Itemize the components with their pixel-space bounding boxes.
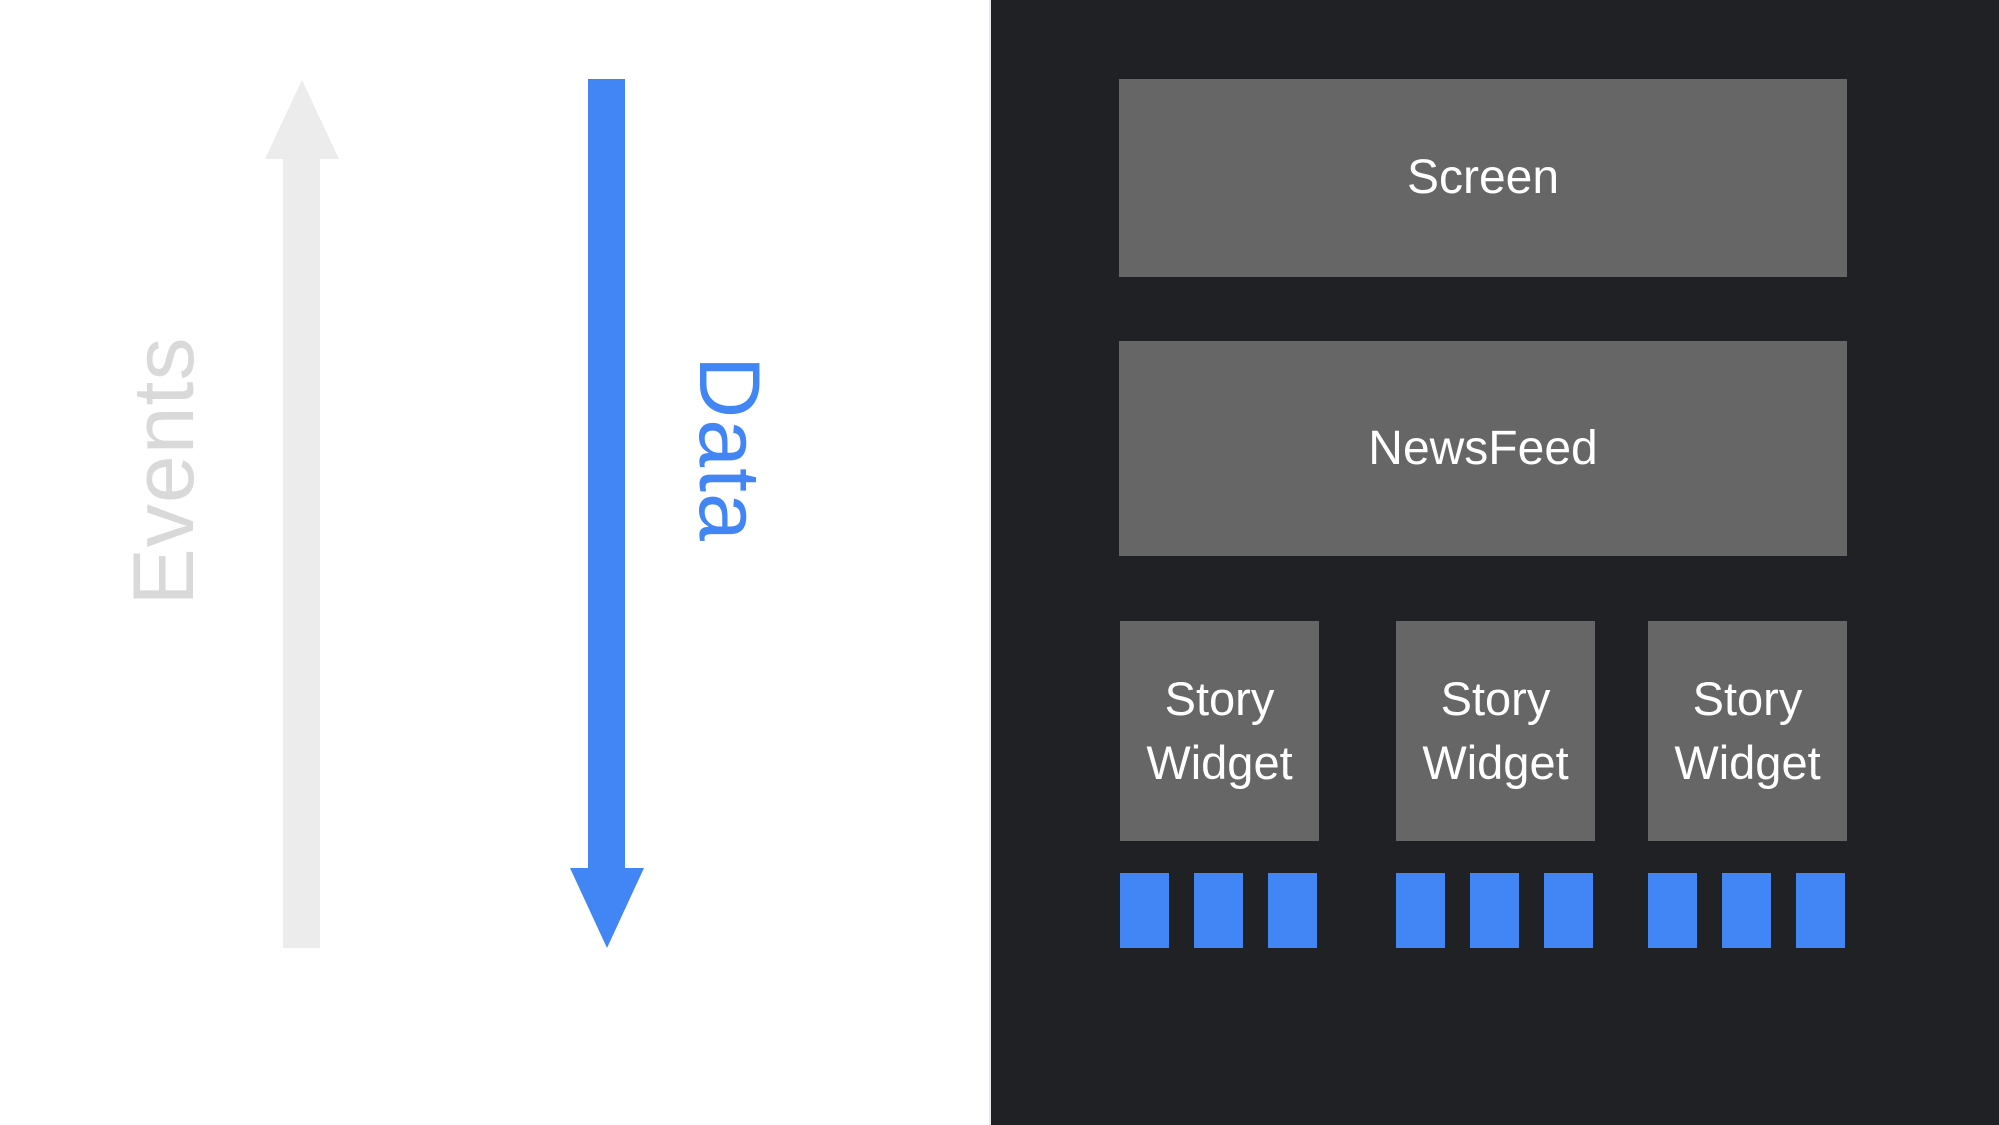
screen-box: Screen <box>1119 79 1847 277</box>
data-item-square <box>1544 873 1593 948</box>
story-data-squares-group <box>1396 873 1593 948</box>
data-item-square <box>1194 873 1243 948</box>
data-flow-label: Data <box>681 356 777 542</box>
data-item-square <box>1796 873 1845 948</box>
story-widget-box: Story Widget <box>1396 621 1595 841</box>
events-up-arrow-head-icon <box>265 80 339 159</box>
newsfeed-box: NewsFeed <box>1119 341 1847 556</box>
data-item-square <box>1396 873 1445 948</box>
story-data-squares-group <box>1648 873 1845 948</box>
story-data-squares-group <box>1120 873 1317 948</box>
data-item-square <box>1470 873 1519 948</box>
data-down-arrow-shaft-icon <box>588 79 625 868</box>
data-down-arrow-head-icon <box>570 868 644 948</box>
data-item-square <box>1268 873 1317 948</box>
story-widget-box: Story Widget <box>1120 621 1319 841</box>
data-item-square <box>1722 873 1771 948</box>
events-flow-label: Events <box>116 336 212 606</box>
events-up-arrow-shaft-icon <box>283 159 320 948</box>
story-widget-box: Story Widget <box>1648 621 1847 841</box>
story-widget-label: Story Widget <box>1674 672 1821 789</box>
data-item-square <box>1648 873 1697 948</box>
story-widget-label: Story Widget <box>1422 672 1569 789</box>
data-item-square <box>1120 873 1169 948</box>
story-widget-label: Story Widget <box>1146 672 1293 789</box>
screen-box-label: Screen <box>1406 151 1560 205</box>
newsfeed-box-label: NewsFeed <box>1368 421 1598 475</box>
